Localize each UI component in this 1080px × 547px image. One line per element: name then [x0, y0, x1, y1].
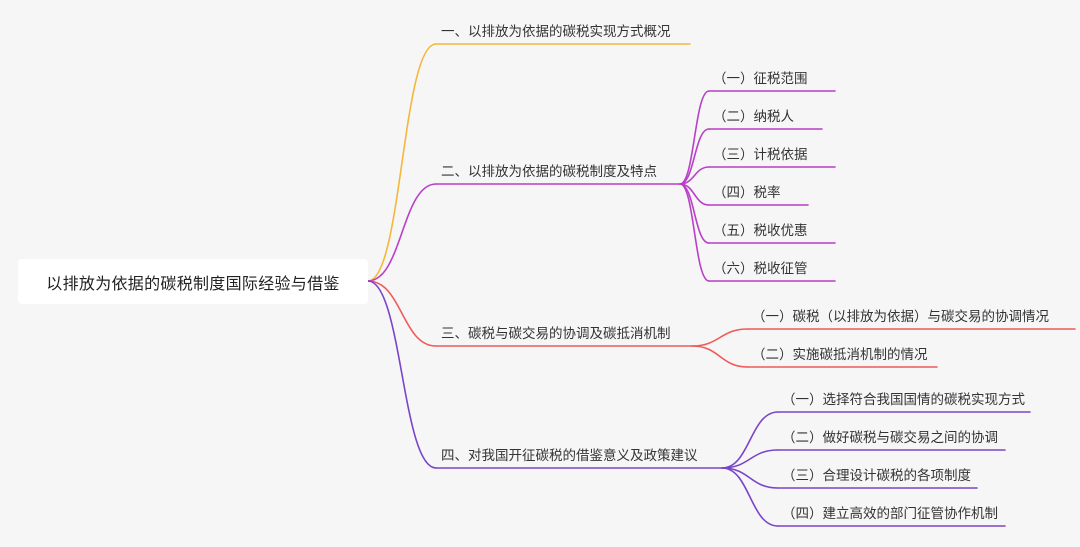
branch-3-child-1-node[interactable]: （一）碳税（以排放为依据）与碳交易的协调情况 — [752, 309, 1049, 325]
edge-branch-2-child-1 — [679, 90, 710, 185]
edge-root-branch-2 — [367, 183, 437, 282]
branch-3-child-2-node[interactable]: （二）实施碳抵消机制的情况 — [752, 347, 928, 363]
branch-2-child-3-node[interactable]: （三）计税依据 — [713, 147, 808, 163]
branch-2-child-6-node[interactable]: （六）税收征管 — [713, 261, 808, 277]
branch-4-child-1-node[interactable]: （一）选择符合我国国情的碳税实现方式 — [782, 392, 1025, 408]
edge-root-branch-4 — [367, 280, 437, 469]
root-node[interactable]: 以排放为依据的碳税制度国际经验与借鉴 — [18, 259, 368, 304]
edge-branch-4-child-1 — [721, 411, 779, 469]
edge-branch-3-child-1 — [691, 328, 749, 347]
edge-branch-4-child-3 — [721, 467, 779, 489]
edge-root-branch-3 — [367, 280, 437, 347]
branch-4-child-4-node[interactable]: （四）建立高效的部门征管协作机制 — [782, 506, 998, 522]
branch-2-child-5-node[interactable]: （五）税收优惠 — [713, 223, 808, 239]
edge-branch-4-child-2 — [721, 449, 779, 469]
branch-3-node[interactable]: 三、碳税与碳交易的协调及碳抵消机制 — [441, 326, 671, 342]
root-node-label: 以排放为依据的碳税制度国际经验与借鉴 — [46, 273, 340, 293]
branch-2-child-1-node[interactable]: （一）征税范围 — [713, 71, 808, 87]
branch-4-child-3-node[interactable]: （三）合理设计碳税的各项制度 — [782, 468, 971, 484]
edge-branch-3-child-2 — [691, 345, 749, 368]
edge-branch-2-child-3 — [679, 166, 710, 185]
branch-2-node[interactable]: 二、以排放为依据的碳税制度及特点 — [441, 164, 657, 180]
edge-root-branch-1 — [367, 43, 437, 282]
edge-branch-4-child-4 — [721, 467, 779, 527]
branch-2-child-4-node[interactable]: （四）税率 — [713, 185, 781, 201]
branch-4-child-2-node[interactable]: （二）做好碳税与碳交易之间的协调 — [782, 430, 998, 446]
branch-1-node[interactable]: 一、以排放为依据的碳税实现方式概况 — [441, 24, 671, 40]
branch-2-child-2-node[interactable]: （二）纳税人 — [713, 109, 794, 125]
edge-branch-2-child-2 — [679, 128, 710, 185]
branch-4-node[interactable]: 四、对我国开征碳税的借鉴意义及政策建议 — [441, 448, 698, 464]
edge-branch-2-child-6 — [679, 183, 710, 282]
